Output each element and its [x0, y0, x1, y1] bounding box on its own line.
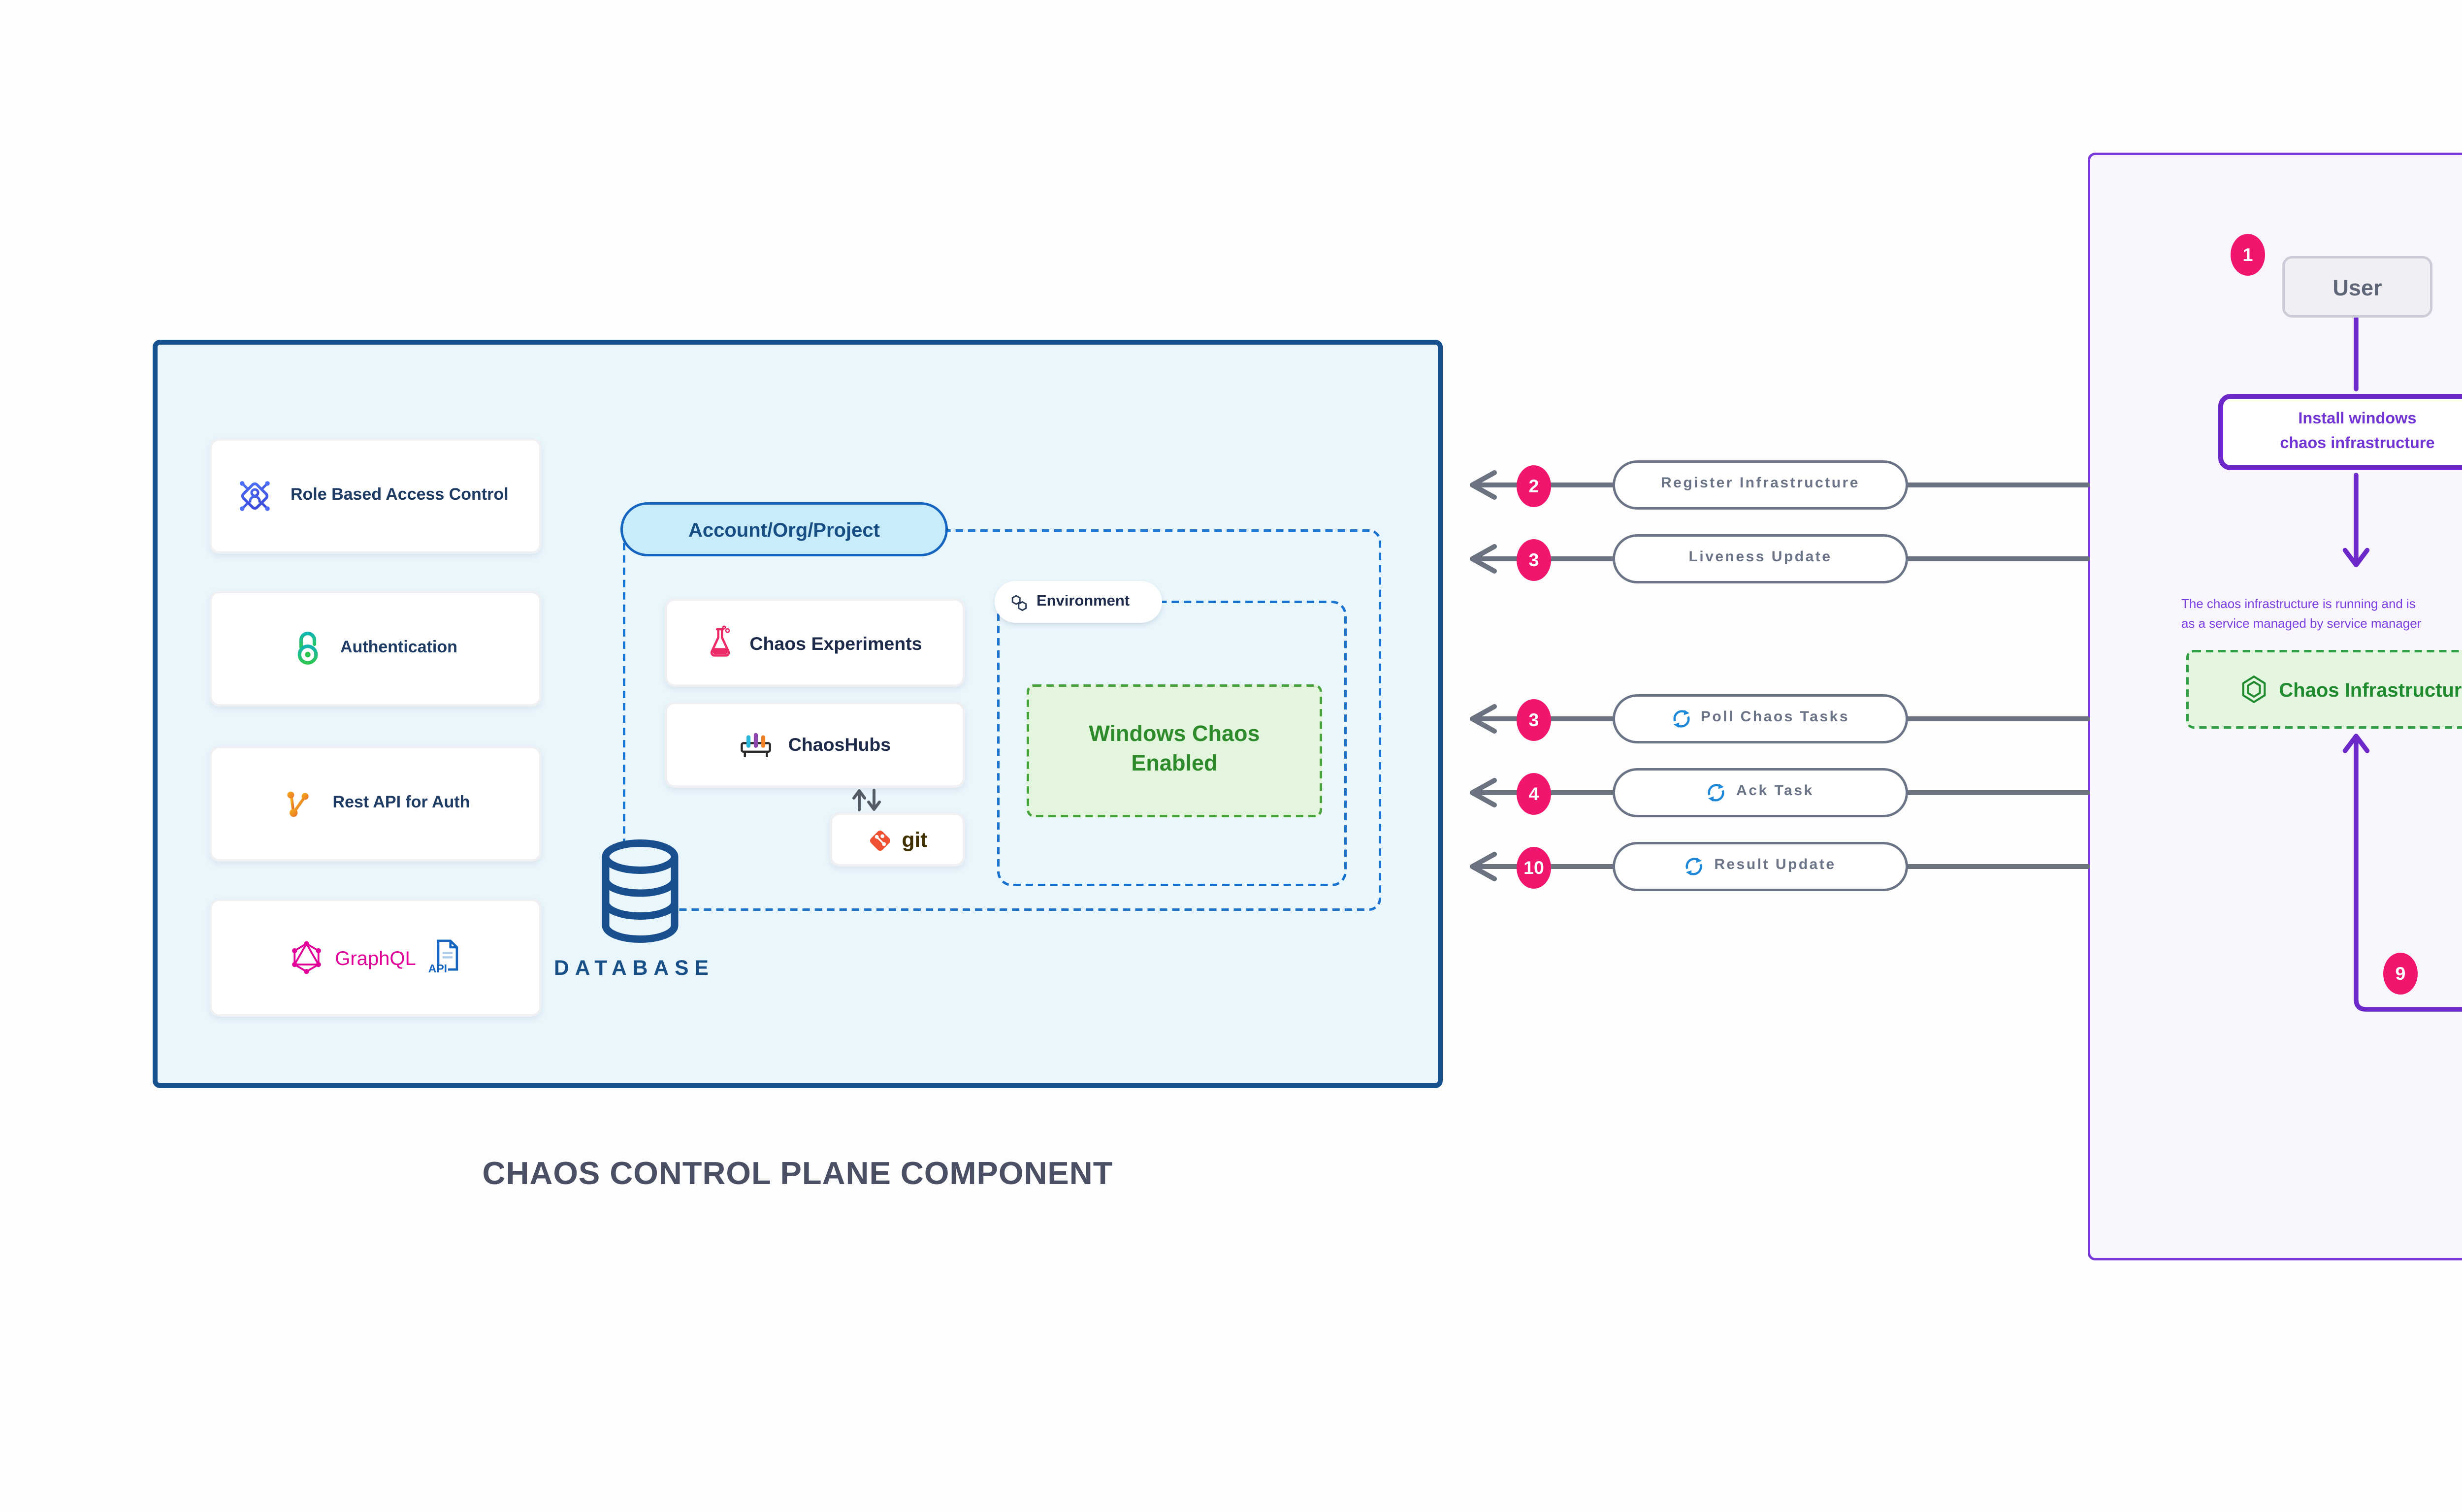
connector-label: Ack Task — [1736, 785, 1814, 800]
install-infrastructure-box: Install windows chaos infrastructure — [2218, 394, 2462, 470]
git-card: git — [830, 812, 965, 867]
account-org-project-pill: Account/Org/Project — [620, 502, 948, 556]
windows-chaos-enabled-box: Windows Chaos Enabled — [1027, 684, 1322, 817]
rest-api-icon — [287, 790, 309, 816]
chaos-experiments-card: Chaos Experiments — [665, 598, 965, 687]
connector-pill-poll-chaos-tasks: Poll Chaos Tasks — [1613, 694, 1908, 743]
service-label: Rest API for Auth — [332, 795, 470, 812]
connector-label: Register Infrastructure — [1660, 478, 1860, 492]
connector-pill-ack-task: Ack Task — [1613, 768, 1908, 817]
execution-plane-title: CHAOS EXECUTION PLANE COMPONENT — [2088, 1342, 2462, 1379]
service-label: Role Based Access Control — [291, 487, 509, 505]
service-card-graphql: GraphQL API — [209, 899, 542, 1017]
connector-pill-liveness-update: Liveness Update — [1613, 534, 1908, 583]
service-label: GraphQL — [335, 946, 416, 969]
user-label: User — [2332, 274, 2382, 299]
chaos-infrastructure-label: Chaos Infrastructure — [2279, 678, 2462, 701]
environment-hexagons-icon — [1011, 593, 1027, 610]
sync-icon — [1708, 784, 1725, 802]
connector-pill-result-update: Result Update — [1613, 842, 1908, 891]
step-badge-1: 1 — [2231, 232, 2265, 275]
control-plane-title: CHAOS CONTROL PLANE COMPONENT — [482, 1155, 1113, 1191]
install-line: chaos infrastructure — [2280, 434, 2435, 452]
service-label: Authentication — [340, 640, 457, 657]
chaos-experiments-flask-icon — [712, 625, 731, 657]
windows-chaos-line: Enabled — [1131, 751, 1218, 775]
note-line: The chaos infrastructure is running and … — [2181, 598, 2416, 613]
sync-icon — [1673, 710, 1689, 728]
chaos-infrastructure-hexagon-icon — [2241, 676, 2265, 703]
step-badge-3: 3 — [1517, 538, 1551, 580]
user-box: User — [2282, 256, 2432, 318]
database-icon — [602, 839, 679, 943]
step-badge-3b: 3 — [1517, 698, 1551, 740]
api-doc-label: API — [428, 965, 448, 977]
graphql-icon — [292, 941, 322, 974]
chaos-experiments-label: Chaos Experiments — [749, 631, 922, 654]
service-card-authentication: Authentication — [209, 591, 542, 707]
api-doc-icon: API — [428, 938, 460, 977]
chaoshubs-card: ChaosHubs — [665, 702, 965, 788]
environment-label: Environment — [1037, 593, 1130, 611]
install-line: Install windows — [2298, 411, 2417, 429]
chaos-infrastructure-box: Chaos Infrastructure — [2186, 650, 2462, 729]
chaoshubs-icon — [741, 733, 772, 757]
step-badge-4: 4 — [1517, 772, 1551, 814]
note-line: as a service managed by service manager — [2181, 618, 2422, 633]
infra-running-note: The chaos infrastructure is running and … — [2181, 596, 2462, 636]
database-label: DATABASE — [554, 955, 714, 980]
auth-lock-icon — [298, 632, 319, 665]
connector-label: Result Update — [1714, 859, 1836, 874]
service-card-rest-api: Rest API for Auth — [209, 746, 542, 862]
windows-chaos-line: Windows Chaos — [1089, 722, 1260, 747]
environment-pill: Environment — [995, 581, 1162, 623]
account-scope-container — [623, 529, 1381, 911]
git-icon — [871, 829, 891, 850]
service-card-rbac: Role Based Access Control — [209, 438, 542, 554]
connector-label: Liveness Update — [1688, 551, 1832, 566]
step-badge-10: 10 — [1517, 845, 1551, 888]
git-label: git — [902, 827, 928, 852]
rbac-icon — [240, 481, 270, 511]
account-org-project-label: Account/Org/Project — [688, 518, 880, 541]
connector-label: Poll Chaos Tasks — [1700, 711, 1850, 726]
sync-icon — [1686, 858, 1703, 875]
environment-container — [997, 601, 1347, 886]
connector-pill-register-infrastructure: Register Infrastructure — [1613, 460, 1908, 510]
chaoshubs-label: ChaosHubs — [788, 734, 891, 756]
step-badge-2: 2 — [1517, 464, 1551, 506]
